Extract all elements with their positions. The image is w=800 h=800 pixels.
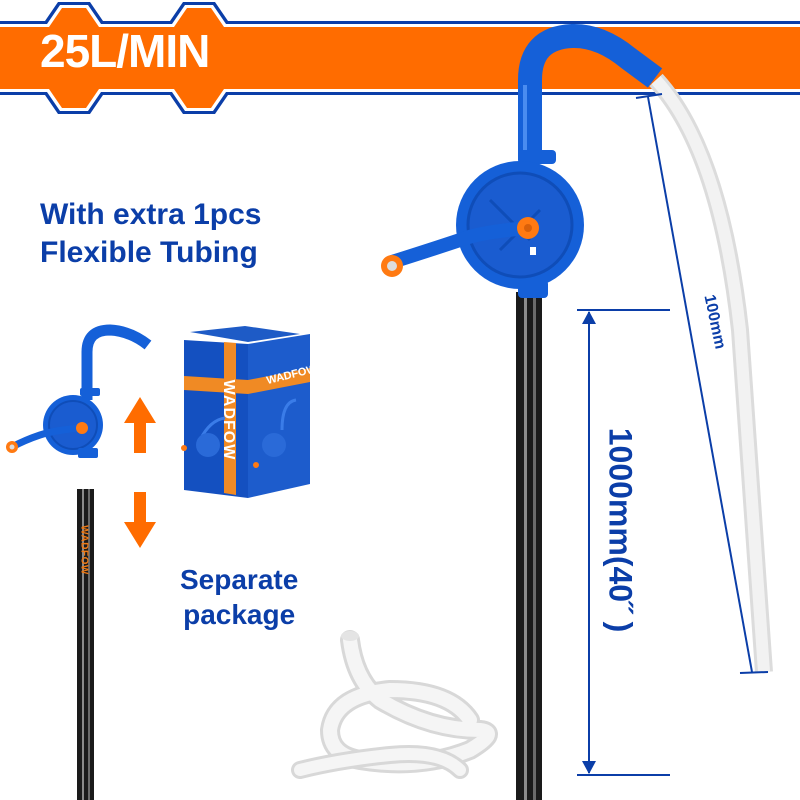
coiled-tubing-illustration [291,630,498,779]
rod-brand-label: WADFOW [78,525,90,575]
separate-package-note: Separate package [180,562,298,632]
headline: With extra 1pcs Flexible Tubing [40,196,261,272]
rod-length-label: 1000mm(40˝ ) [602,427,639,633]
small-pump-illustration [6,324,152,800]
arrow-up-icon [124,397,156,453]
arrow-down-icon [124,492,156,548]
headline-line-1: With extra 1pcs [40,198,262,231]
pump-rod [516,292,542,800]
flow-rate-title: 25L/MIN [40,25,210,77]
separate-package-line-1: Separate [180,564,299,595]
headline-line-2: Flexible Tubing [40,236,258,269]
separate-package-line-2: package [183,599,296,630]
box-brand-vertical: WADFOW [220,379,237,461]
product-box [181,326,310,498]
